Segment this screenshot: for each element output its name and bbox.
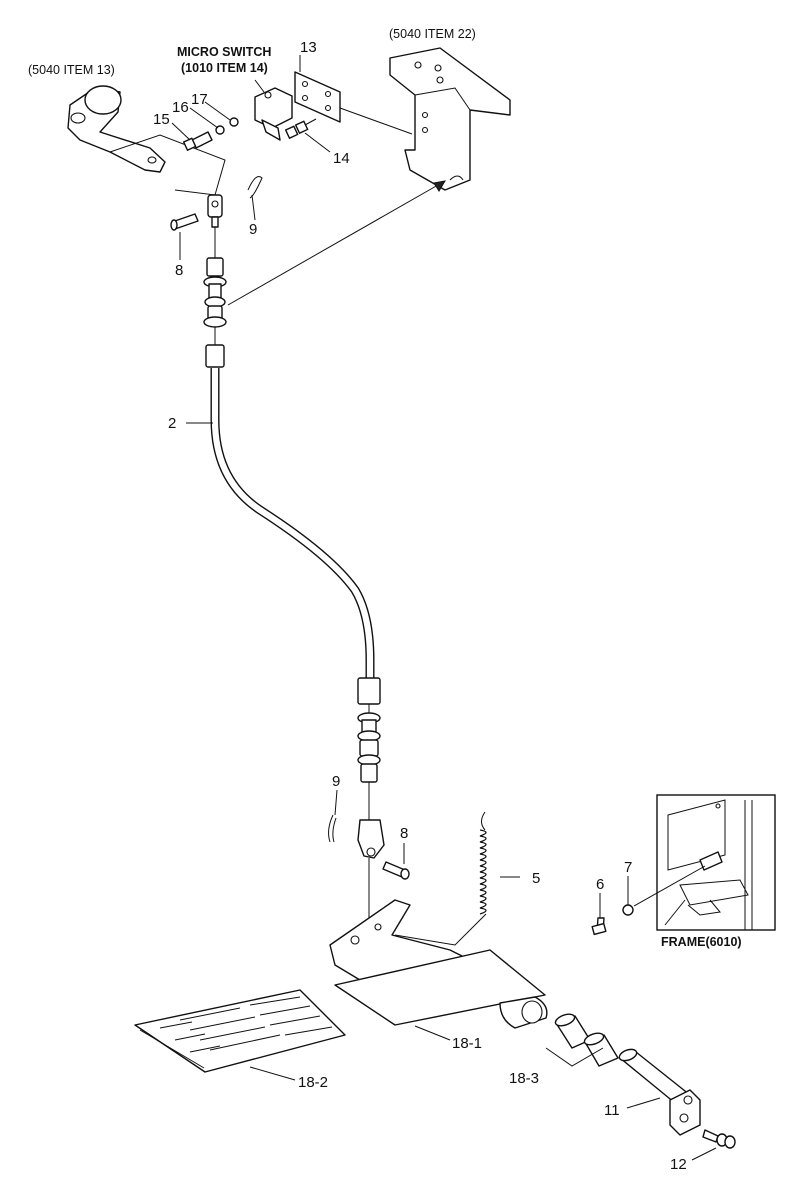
label-frame-6010: FRAME(6010)	[661, 935, 742, 949]
switch-bracket-13	[294, 71, 341, 123]
frame-inset	[633, 794, 776, 931]
pivot-shaft-11	[618, 1048, 701, 1136]
pin-8-top	[170, 213, 199, 231]
part-number-9-bottom: 9	[332, 773, 340, 790]
lever-arm	[67, 85, 226, 196]
part-number-7: 7	[624, 859, 632, 876]
part-number-11: 11	[604, 1102, 620, 1119]
spring-clip-9-bottom	[328, 814, 337, 843]
washer-16	[215, 125, 225, 135]
washer-7	[622, 904, 634, 916]
label-5040-item13: (5040 ITEM 13)	[28, 63, 115, 77]
bushings-18-3	[545, 1013, 619, 1067]
pin-8-bottom	[382, 861, 410, 880]
floor-mat-18-2	[134, 989, 346, 1073]
part-number-8-top: 8	[175, 262, 183, 279]
pedal-18-1	[334, 949, 548, 1029]
part-number-2: 2	[168, 415, 176, 432]
part-number-14: 14	[333, 150, 350, 167]
bottom-clevis	[357, 819, 385, 859]
spring-clip-9-top	[247, 176, 263, 199]
bolt-15	[182, 131, 213, 151]
part-number-9-top: 9	[249, 221, 257, 238]
part-number-15: 15	[153, 111, 170, 128]
bolt-6	[591, 917, 607, 936]
part-number-5: 5	[532, 870, 540, 887]
bolt-12	[702, 1129, 736, 1149]
part-number-18-2: 18-2	[298, 1074, 328, 1091]
screw-14	[284, 118, 317, 139]
part-number-13: 13	[300, 39, 317, 56]
label-5040-item22: (5040 ITEM 22)	[389, 27, 476, 41]
part-number-8-bottom: 8	[400, 825, 408, 842]
part-number-17: 17	[191, 91, 208, 108]
bottom-cable-adjuster	[357, 677, 381, 820]
mounting-bracket	[389, 47, 511, 191]
top-cable-adjuster	[203, 227, 227, 368]
part-number-18-1: 18-1	[452, 1035, 482, 1052]
part-number-16: 16	[172, 99, 189, 116]
micro-switch	[254, 87, 293, 141]
washer-17	[229, 117, 239, 127]
part-number-6: 6	[596, 876, 604, 893]
label-micro-switch: MICRO SWITCH	[177, 45, 271, 59]
part-number-18-3: 18-3	[509, 1070, 539, 1087]
return-spring-5	[394, 811, 487, 946]
part-number-12: 12	[670, 1156, 687, 1173]
top-clevis	[207, 194, 223, 228]
label-1010-item14: (1010 ITEM 14)	[181, 61, 268, 75]
accelerator-cable-2	[210, 368, 375, 678]
pedal-hinge-bracket	[329, 899, 471, 981]
